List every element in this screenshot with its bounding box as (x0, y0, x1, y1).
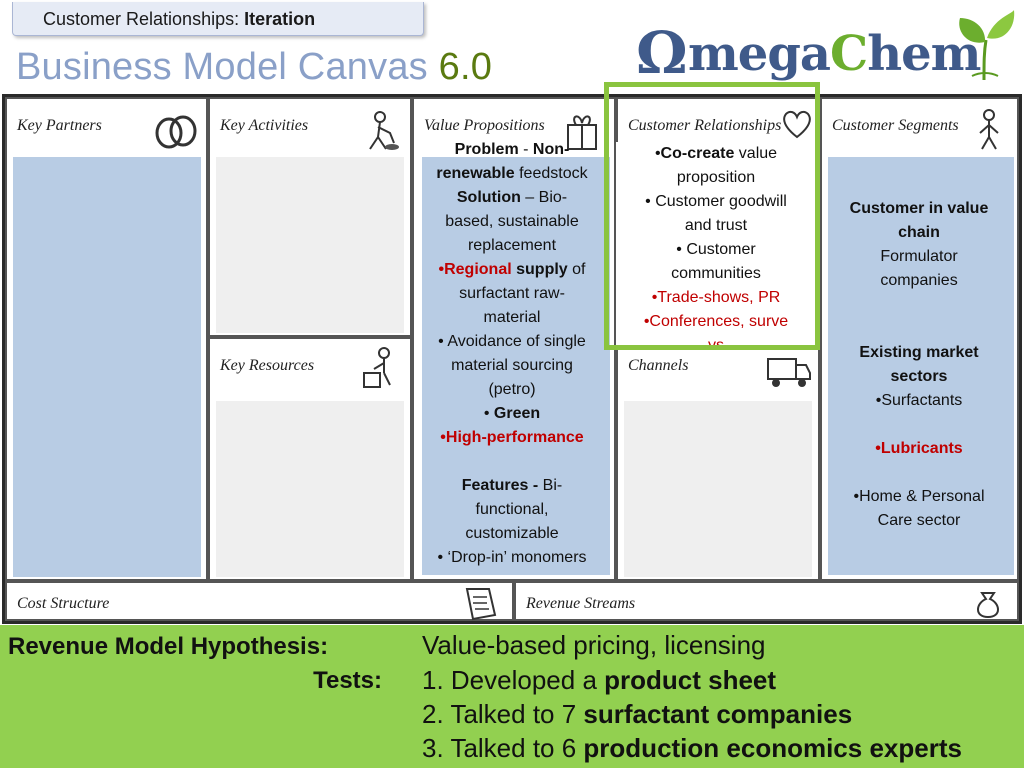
test-item-3: 3. Talked to 6 production economics expe… (422, 733, 962, 763)
customer-relationships-heading: Customer Relationships (628, 117, 782, 134)
value-propositions-text: Problem - Non- renewable feedstock Solut… (436, 141, 588, 566)
person-icon (979, 109, 999, 150)
block-value-propositions: Value Propositions (412, 97, 616, 581)
block-channels: Channels (616, 337, 820, 581)
revenue-model-label: Revenue Model Hypothesis: (8, 633, 329, 660)
section-tag-prefix: Customer Relationships: (43, 9, 240, 29)
block-key-activities: Key Activities (208, 97, 412, 337)
key-resources-area (216, 401, 404, 577)
block-key-resources: Key Resources (208, 337, 412, 581)
leaf-icon (959, 10, 1015, 81)
key-activities-heading: Key Activities (220, 117, 309, 134)
omegachem-logo: Ω megaChem (636, 6, 1016, 84)
block-customer-segments: Customer Segments (820, 97, 1019, 581)
heart-icon (783, 110, 811, 139)
test-item-2: 2. Talked to 7 surfactant companies (422, 699, 853, 729)
value-propositions-area (422, 157, 610, 575)
tests-label: Tests: (313, 667, 382, 694)
cost-structure-heading: Cost Structure (17, 595, 110, 612)
linked-rings-icon (155, 115, 197, 149)
gift-icon (567, 115, 597, 150)
section-tag-bold: Iteration (244, 9, 316, 29)
logo-omega: Ω (636, 19, 688, 87)
money-bag-icon (977, 592, 999, 619)
key-partners-area (13, 157, 201, 577)
channels-area (624, 401, 812, 577)
key-activities-area (216, 157, 404, 333)
block-revenue-streams: Revenue Streams (514, 581, 1019, 621)
page-title-version: 6.0 (438, 46, 493, 88)
price-tag-icon (465, 588, 497, 621)
key-resources-heading: Key Resources (220, 357, 315, 374)
customer-segments-area (828, 157, 1014, 575)
revenue-model-band: Revenue Model Hypothesis: Tests: Value-b… (0, 625, 1024, 768)
value-propositions-heading: Value Propositions (424, 117, 545, 134)
page-title: Business Model Canvas 6.0 (16, 46, 492, 89)
worker-machine-icon (363, 347, 391, 388)
business-model-canvas: Key Partners Key Activities Key Resource… (2, 94, 1022, 624)
customer-segments-text: Customer in value chain Formulator compa… (849, 200, 989, 529)
revenue-model-value: Value-based pricing, licensing (422, 630, 766, 660)
logo-wordmark: megaChem (688, 26, 981, 82)
revenue-streams-heading: Revenue Streams (526, 595, 636, 612)
worker-icon (369, 111, 399, 150)
block-cost-structure: Cost Structure (5, 581, 514, 621)
customer-segments-heading: Customer Segments (832, 117, 959, 134)
channels-heading: Channels (628, 357, 689, 374)
test-item-1: 1. Developed a product sheet (422, 665, 777, 695)
customer-relationships-text: •Co-create value proposition • Customer … (616, 142, 816, 350)
section-tag: Customer Relationships: Iteration (12, 2, 424, 36)
page-title-main: Business Model Canvas (16, 46, 428, 88)
truck-icon (767, 358, 811, 387)
highlight-box (604, 82, 820, 350)
key-partners-heading: Key Partners (17, 117, 102, 134)
block-key-partners: Key Partners (5, 97, 208, 581)
